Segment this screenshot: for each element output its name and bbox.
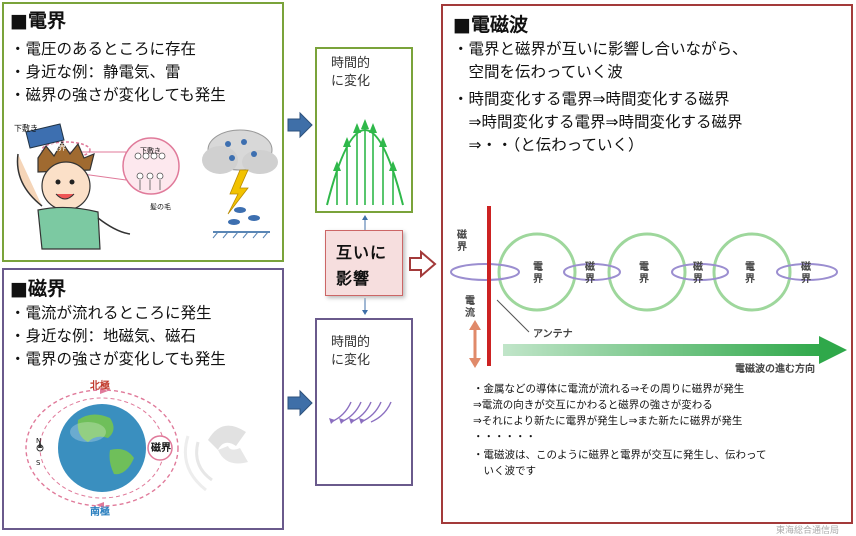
- time-change-mfield-box: 時間的 に変化: [315, 318, 413, 486]
- up-arrow-icon: [362, 215, 368, 231]
- label-north-pole: 北極: [90, 381, 110, 392]
- em-wave-bullet-1: ・電界と磁界が互いに影響し合いながら、: [453, 40, 748, 58]
- loop-label-efield-3: 電界: [745, 262, 755, 285]
- loop-label-efield-2: 電界: [639, 262, 649, 285]
- time-change-label-1a: 時間的: [331, 56, 371, 71]
- label-efield-sheet: 電界: [50, 143, 66, 152]
- time-change-label-1b: に変化: [331, 74, 371, 89]
- mutual-label-2: 影響: [336, 269, 371, 288]
- efield-wave-icon: [326, 119, 404, 206]
- loop-label-mfield-1: 磁界: [585, 262, 595, 285]
- arrow-right-icon: [287, 111, 313, 139]
- label-shitajiki-2: 下敷き: [140, 147, 161, 155]
- note-4: ・・・・・・: [473, 431, 536, 443]
- em-wave-bullet-3: ・時間変化する電界⇒時間変化する磁界: [453, 90, 730, 108]
- mfield-title: ■磁界: [10, 278, 66, 300]
- em-wave-bullet-4: ⇒時間変化する電界⇒時間変化する磁界: [453, 113, 743, 131]
- efield-title: ■電界: [10, 10, 66, 32]
- mutual-influence-box: 互いに 影響: [325, 230, 403, 296]
- note-6: いく波です: [473, 465, 536, 477]
- time-change-label-2a: 時間的: [331, 335, 371, 350]
- arrow-right-outline-icon: [409, 250, 437, 278]
- label-hair: 髪の毛: [150, 203, 171, 211]
- efield-bullet-3: ・磁界の強さが変化しても発生: [10, 86, 226, 104]
- mfield-bullet-1: ・電流が流れるところに発生: [10, 304, 212, 322]
- em-wave-panel: ■電磁波 ・電界と磁界が互いに影響し合いながら、 空間を伝わっていく波 ・時間変…: [441, 4, 853, 524]
- note-5: ・電磁波は、このように磁界と電界が交互に発生し、伝わって: [473, 449, 767, 461]
- em-wave-title: ■電磁波: [453, 14, 528, 36]
- label-current-vertical: 電流: [465, 296, 475, 319]
- em-wave-propagation-diagram: [450, 206, 847, 368]
- label-mfield-vertical: 磁界: [457, 230, 467, 253]
- static-electricity-illustration: [16, 123, 278, 250]
- earth-magnetic-field-illustration: [25, 388, 248, 508]
- label-south-pole: 南極: [90, 507, 110, 518]
- loop-label-mfield-2: 磁界: [693, 262, 703, 285]
- arrow-right-icon: [287, 389, 313, 417]
- mutual-label-1: 互いに: [336, 243, 388, 262]
- label-antenna: アンテナ: [533, 329, 573, 340]
- mfield-bullet-3: ・電界の強さが変化しても発生: [10, 350, 226, 368]
- down-arrow-icon: [362, 298, 368, 315]
- credit-text: 東海総合通信局: [776, 526, 840, 536]
- time-change-efield-box: 時間的 に変化: [315, 47, 413, 213]
- note-1: ・金属などの導体に電流が流れる⇒その周りに磁界が発生: [473, 383, 745, 395]
- efield-bullet-2: ・身近な例：静電気、雷: [10, 63, 181, 81]
- label-mfield-bubble: 磁界: [151, 443, 171, 454]
- label-shitajiki: 下敷き: [14, 124, 38, 133]
- label-propagation-direction: 電磁波の進む方向: [735, 364, 815, 375]
- mfield-panel: ■磁界 ・電流が流れるところに発生 ・身近な例：地磁気、磁石 ・電界の強さが変化…: [2, 268, 284, 530]
- loop-label-efield-1: 電界: [533, 262, 543, 285]
- time-change-label-2b: に変化: [331, 353, 371, 368]
- em-wave-bullet-2: 空間を伝わっていく波: [453, 63, 623, 81]
- label-compass-s: S: [36, 459, 41, 467]
- efield-bullet-1: ・電圧のあるところに存在: [10, 40, 197, 58]
- note-2: ⇒電流の向きが交互にかわると磁界の強さが変わる: [473, 399, 713, 411]
- mfield-wave-icon: [329, 401, 392, 424]
- label-compass-n: N: [36, 437, 42, 445]
- note-3: ⇒それにより新たに電界が発生し⇒また新たに磁界が発生: [473, 415, 743, 427]
- efield-panel: ■電界 ・電圧のあるところに存在 ・身近な例：静電気、雷 ・磁界の強さが変化して…: [2, 2, 284, 262]
- mfield-bullet-2: ・身近な例：地磁気、磁石: [10, 327, 197, 345]
- em-wave-bullet-5: ⇒・・（と伝わっていく）: [453, 136, 644, 154]
- loop-label-mfield-3: 磁界: [801, 262, 811, 285]
